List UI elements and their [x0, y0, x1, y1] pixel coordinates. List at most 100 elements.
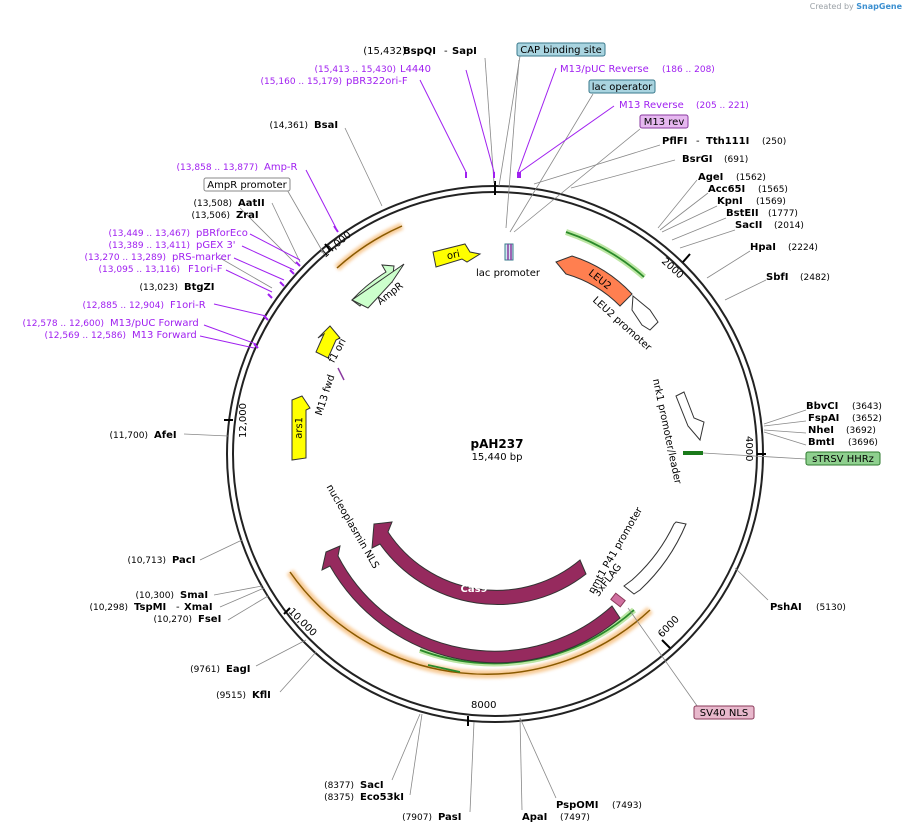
leader-hpai [706, 250, 751, 279]
pos-kpni: (1569) [756, 197, 786, 207]
pos-eagi: (9761) [190, 665, 220, 675]
pos-sacii: (2014) [774, 221, 804, 231]
label-agei: AgeI [698, 172, 723, 183]
tick-label-12000: 12,000 [238, 403, 249, 438]
mark-f1ori-r [263, 315, 269, 321]
leader-kpni [661, 205, 718, 233]
pos-m13-puc-fwd: (12,578 .. 12,600) [23, 319, 104, 329]
label-sbfi: SbfI [766, 272, 788, 283]
pos-eco53ki: (8375) [324, 793, 354, 803]
pos-sbfi: (2482) [800, 273, 830, 283]
label-pbrforeco: pBRforEco [196, 228, 248, 239]
leu2-promoter-arrow [631, 294, 659, 331]
cap-binding-box [516, 42, 606, 57]
leader-pgex [241, 245, 295, 271]
label-pbr322ori: pBR322ori-F [346, 76, 408, 87]
leader-afei [183, 433, 229, 437]
leader-pspomi [519, 717, 557, 799]
tick-marks [224, 181, 766, 726]
label-f1ori-r: F1ori-R [170, 300, 206, 311]
leader-eagi [255, 639, 307, 667]
right-site-labels: CAP binding site M13/pUC Reverse (186 ..… [516, 42, 882, 823]
m13-fwd-marker [337, 367, 345, 381]
leader-f1ori-r [213, 303, 267, 317]
label-amp-r: Amp-R [264, 162, 298, 173]
leader-strsv [702, 452, 807, 460]
leader-pbr322ori [419, 79, 467, 173]
nmt1-promoter-arrow [623, 521, 687, 595]
mark-pbrforeco [295, 261, 301, 267]
leader-nhei [763, 429, 807, 434]
leader-zrai [239, 207, 297, 265]
label-btgzi: BtgZI [184, 282, 215, 293]
pos-m13-fwd: (12,569 .. 12,586) [45, 331, 126, 341]
leader-pasi [469, 721, 475, 813]
label-kpni: KpnI [717, 196, 743, 207]
pos-saci: (8377) [324, 781, 354, 791]
tick-label-8000: 8000 [471, 700, 496, 711]
left-site-labels: (15,432) BspQI - SapI (15,413 .. 15,430)… [23, 46, 477, 823]
ori-label: ori [446, 249, 461, 262]
label-xmai: XmaI [184, 602, 213, 613]
pos-pbrforeco: (13,449 .. 13,467) [109, 229, 190, 239]
pos-tspmi: (10,298) [89, 603, 128, 613]
mark-prs-marker [279, 281, 285, 287]
pos-bspqi: (15,432) [363, 46, 406, 57]
cas9-inner-label: Cas9 [461, 584, 488, 595]
pos-bsai: (14,361) [269, 121, 308, 131]
leader-bsrgi [570, 159, 676, 189]
leader-m13-puc-rev [517, 67, 557, 173]
label-bsteii: BstEII [726, 208, 759, 219]
ars1-label: ars1 [294, 417, 306, 439]
label-hpai: HpaI [750, 242, 776, 253]
strsv-hhrz-box [805, 451, 881, 466]
lac-promoter-label: lac promoter [476, 268, 541, 279]
pos-apai: (7497) [560, 813, 590, 823]
label-bspqi: BspQI [403, 46, 436, 57]
leader-btgzi [219, 257, 273, 289]
top-right-green-arc [565, 231, 645, 278]
lac-operator-box [588, 79, 656, 94]
lac-promoter-marker [504, 243, 514, 261]
label-fspai: FspAI [808, 413, 839, 424]
leader-m13-puc-fwd [203, 324, 257, 345]
leader-m13-reverse [519, 105, 615, 173]
pos-bsteii: (1777) [768, 209, 798, 219]
label-bbvci: BbvCI [806, 401, 838, 412]
label-zrai: ZraI [236, 210, 259, 221]
pos-amp-r: (13,858 .. 13,877) [177, 163, 258, 173]
label-kfli: KflI [252, 690, 271, 701]
pos-fsei: (10,270) [153, 615, 192, 625]
pos-f1ori-r: (12,885 .. 12,904) [83, 301, 164, 311]
pos-bbvci: (3643) [852, 402, 882, 412]
label-pasi: PasI [438, 812, 461, 823]
label-apai: ApaI [522, 812, 547, 823]
label-bsai: BsaI [314, 120, 338, 131]
leader-bbvci [763, 409, 807, 425]
leader-pbrforeco [249, 233, 301, 261]
ampr-promoter-box [203, 177, 291, 192]
lower-short-green-arc [427, 664, 461, 673]
tick-10000 [283, 607, 291, 615]
label-nhei: NheI [808, 425, 834, 436]
pos-zrai: (13,506) [191, 211, 230, 221]
leader-bspqi [484, 57, 495, 184]
nrk1-promoter-arrow [675, 391, 705, 442]
label-eco53ki: Eco53kI [360, 792, 404, 803]
leader-acc65i [659, 192, 709, 231]
pos-nhei: (3692) [846, 426, 876, 436]
tick-label-6000: 6000 [656, 614, 682, 640]
label-m13-puc-fwd: M13/pUC Forward [110, 318, 199, 329]
label-saci: SacI [360, 780, 384, 791]
leader-apai [519, 717, 523, 811]
label-sacii: SacII [735, 220, 762, 231]
label-bsrgi: BsrGI [682, 154, 712, 165]
leader-prs-marker [233, 257, 285, 281]
leader-pshai [734, 567, 769, 601]
ars1-arrow [291, 395, 311, 461]
pos-pgex: (13,389 .. 13,411) [109, 241, 190, 251]
pos-pflfi: (250) [762, 137, 786, 147]
label-m13-puc-reverse: M13/pUC Reverse [560, 64, 649, 75]
leader-lac-operator [509, 93, 594, 233]
cas9-outer-label: Cas9 [451, 636, 478, 647]
